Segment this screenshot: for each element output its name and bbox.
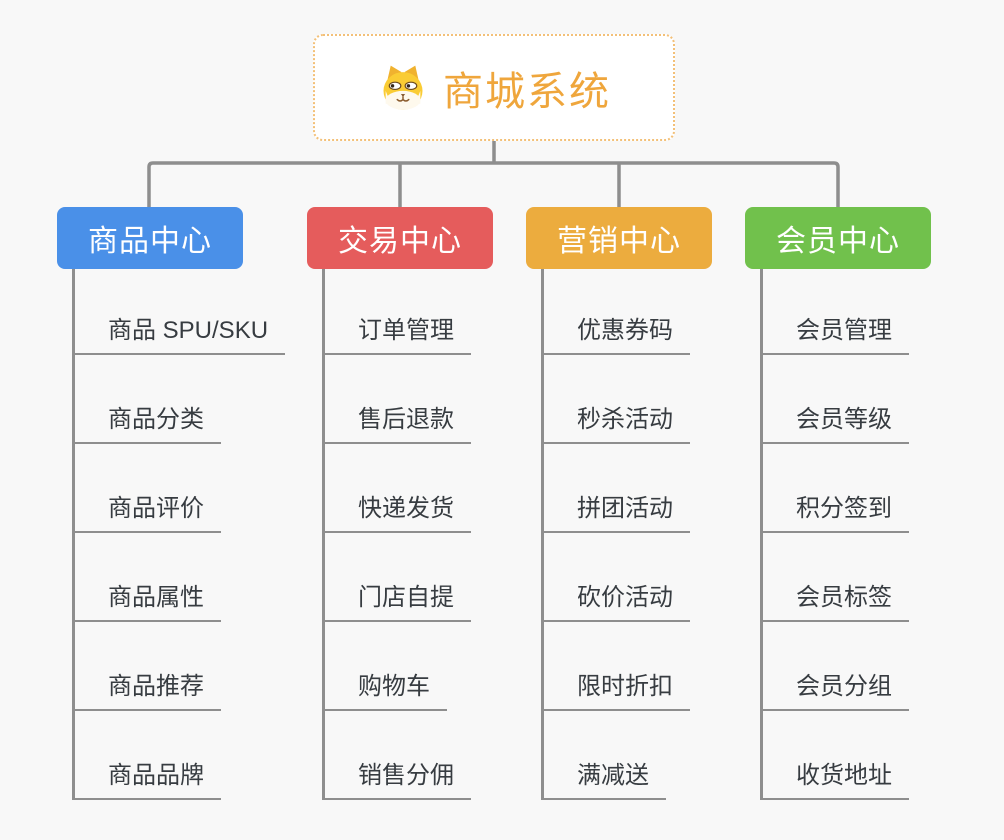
branch-trade-center: 交易中心 订单管理 售后退款 快递发货 门店自提 购物车 销售分佣 xyxy=(307,207,493,800)
branch-label: 营销中心 xyxy=(557,225,681,258)
branch-children-line: 商品 SPU/SKU 商品分类 商品评价 商品属性 商品推荐 商品品牌 xyxy=(72,269,286,800)
branch-label: 交易中心 xyxy=(338,225,462,258)
branch-product-center: 商品中心 商品 SPU/SKU 商品分类 商品评价 商品属性 商品推荐 商品品牌 xyxy=(57,207,286,800)
branch-label: 商品中心 xyxy=(88,225,212,258)
branch-node-marketing-center[interactable]: 营销中心 xyxy=(526,207,712,269)
branch-node-trade-center[interactable]: 交易中心 xyxy=(307,207,493,269)
branch-children-line: 会员管理 会员等级 积分签到 会员标签 会员分组 收货地址 xyxy=(760,269,909,800)
dog-icon xyxy=(383,65,423,110)
branch-label: 会员中心 xyxy=(776,225,900,258)
branch-children-line: 优惠券码 秒杀活动 拼团活动 砍价活动 限时折扣 满减送 xyxy=(541,269,690,800)
branch-marketing-center: 营销中心 优惠券码 秒杀活动 拼团活动 砍价活动 限时折扣 满减送 xyxy=(526,207,712,800)
branch-member-center: 会员中心 会员管理 会员等级 积分签到 会员标签 会员分组 收货地址 xyxy=(745,207,931,800)
branch-children-line: 订单管理 售后退款 快递发货 门店自提 购物车 销售分佣 xyxy=(322,269,471,800)
root-node-mall-system[interactable]: 商城系统 xyxy=(313,34,675,141)
branch-node-member-center[interactable]: 会员中心 xyxy=(745,207,931,269)
root-title: 商城系统 xyxy=(443,69,611,114)
branch-node-product-center[interactable]: 商品中心 xyxy=(57,207,243,269)
